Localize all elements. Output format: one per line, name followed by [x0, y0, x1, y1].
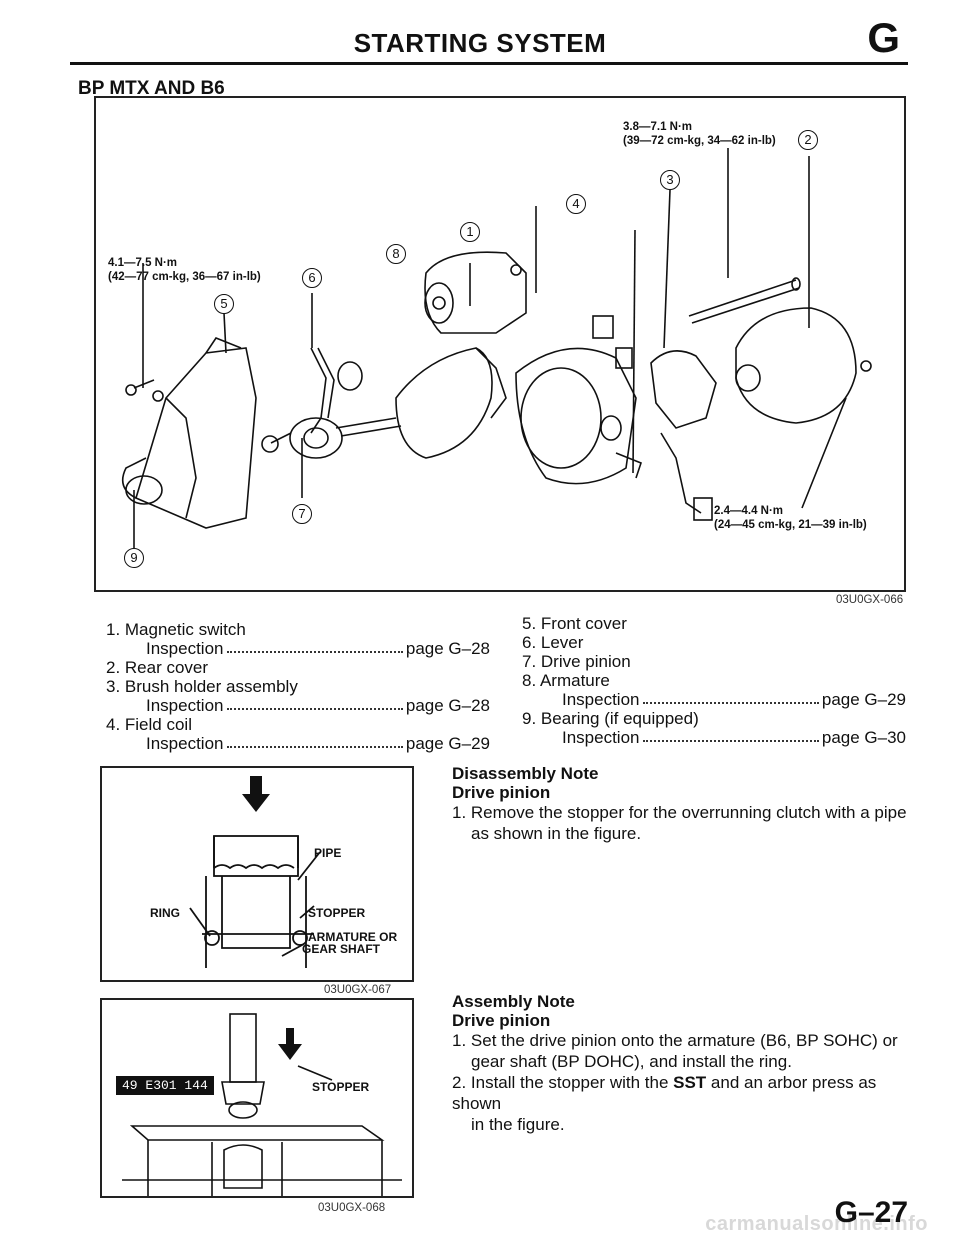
- label-stopper-2: STOPPER: [312, 1080, 370, 1094]
- leader-dots: [226, 696, 403, 710]
- disassembly-heading: Disassembly Note: [452, 764, 599, 783]
- parts-list-right: 5. Front cover 6. Lever 7. Drive pinion …: [522, 614, 906, 747]
- list-item: 4. Field coil: [106, 715, 192, 734]
- page-ref: page G–29: [405, 734, 490, 753]
- figure-code-067: 03U0GX-067: [324, 984, 392, 996]
- header-rule: [70, 62, 908, 65]
- page-number: G–27: [834, 1196, 908, 1229]
- list-subitem: Inspection page G–29: [106, 734, 490, 753]
- list-item: 3. Brush holder assembly: [106, 677, 298, 696]
- stopper-install-drawing: [122, 1013, 402, 1196]
- sub-label: Inspection: [562, 690, 640, 709]
- page-ref: page G–29: [821, 690, 906, 709]
- sub-label: Inspection: [562, 728, 640, 747]
- label-pipe: PIPE: [314, 846, 342, 860]
- starter-exploded-drawing: [121, 148, 872, 548]
- disassembly-subheading: Drive pinion: [452, 783, 551, 802]
- assembly-subheading: Drive pinion: [452, 1011, 551, 1030]
- sub-label: Inspection: [146, 639, 224, 658]
- leader-dots: [226, 734, 403, 748]
- parts-list-left: 1. Magnetic switch Inspection page G–28 2…: [106, 620, 490, 753]
- step-line: as shown in the figure.: [471, 824, 642, 843]
- assembly-heading: Assembly Note: [452, 992, 575, 1011]
- disassembly-step-1: 1. Remove the stopper for the overrunnin…: [452, 802, 912, 844]
- callout-4: 4: [566, 194, 586, 214]
- figure-code-068: 03U0GX-068: [318, 1202, 386, 1214]
- list-item: 8. Armature: [522, 671, 610, 690]
- watermark: carmanualsonline.info: [705, 1213, 928, 1235]
- list-item: 1. Magnetic switch: [106, 620, 246, 639]
- assembly-note: Assembly Note Drive pinion 1. Set the dr…: [452, 992, 912, 1135]
- disassembly-note: Disassembly Note Drive pinion 1. Remove …: [452, 764, 912, 844]
- sst-tag: 49 E301 144: [116, 1076, 214, 1095]
- stopper-removal-figure: PIPE RING STOPPER ARMATURE OR GEAR SHAFT: [100, 766, 414, 982]
- torque-spec-top: 3.8—7.1 N·m (39—72 cm-kg, 34—62 in-lb): [623, 121, 776, 147]
- leader-dots: [642, 690, 819, 704]
- step-line: 1. Remove the stopper for the overrunnin…: [452, 803, 907, 822]
- label-ring: RING: [150, 906, 180, 920]
- section-letter: G: [867, 14, 900, 61]
- step-line: 2. Install the stopper with the SST and …: [452, 1072, 912, 1114]
- sub-label: Inspection: [146, 734, 224, 753]
- sub-label: Inspection: [146, 696, 224, 715]
- list-item: 5. Front cover: [522, 614, 627, 633]
- leader-dots: [642, 728, 819, 742]
- step-text: 2. Install the stopper with the: [452, 1073, 674, 1092]
- label-gear-shaft: GEAR SHAFT: [302, 942, 380, 956]
- callout-1: 1: [460, 222, 480, 242]
- step-line: in the figure.: [471, 1115, 565, 1134]
- exploded-view-figure: 3.8—7.1 N·m (39—72 cm-kg, 34—62 in-lb) 4…: [94, 96, 906, 592]
- section-title: BP MTX AND B6: [78, 78, 225, 99]
- list-item: 7. Drive pinion: [522, 652, 631, 671]
- list-subitem: Inspection page G–30: [522, 728, 906, 747]
- list-item: 9. Bearing (if equipped): [522, 709, 699, 728]
- list-item: 2. Rear cover: [106, 658, 209, 677]
- step-line: 1. Set the drive pinion onto the armatur…: [452, 1031, 898, 1050]
- step-text: and an arbor press as shown: [452, 1073, 877, 1113]
- sst-bold: SST: [673, 1073, 707, 1092]
- label-armature: ARMATURE OR: [308, 930, 398, 944]
- stopper-install-figure: 49 E301 144 STOPPER: [100, 998, 414, 1198]
- stopper-removal-drawing: [189, 776, 321, 968]
- callout-8: 8: [386, 244, 406, 264]
- torque-spec-bottom: 2.4—4.4 N·m (24—45 cm-kg, 21—39 in-lb): [714, 505, 867, 531]
- figure-code-066: 03U0GX-066: [836, 594, 904, 606]
- list-subitem: Inspection page G–29: [522, 690, 906, 709]
- page-header-title: STARTING SYSTEM: [353, 28, 607, 58]
- callout-6: 6: [302, 268, 322, 288]
- torque-spec-left: 4.1—7.5 N·m (42—77 cm-kg, 36—67 in-lb): [108, 257, 261, 283]
- callout-3: 3: [660, 170, 680, 190]
- list-subitem: Inspection page G–28: [106, 696, 490, 715]
- leader-dots: [226, 639, 403, 653]
- assembly-steps: 1. Set the drive pinion onto the armatur…: [452, 1030, 912, 1135]
- callout-2: 2: [798, 130, 818, 150]
- page-ref: page G–28: [405, 696, 490, 715]
- callout-7: 7: [292, 504, 312, 524]
- callout-9: 9: [124, 548, 144, 568]
- callout-5: 5: [214, 294, 234, 314]
- list-subitem: Inspection page G–28: [106, 639, 490, 658]
- step-line: gear shaft (BP DOHC), and install the ri…: [471, 1052, 792, 1071]
- label-stopper: STOPPER: [308, 906, 366, 920]
- list-item: 6. Lever: [522, 633, 584, 652]
- page-ref: page G–28: [405, 639, 490, 658]
- page-ref: page G–30: [821, 728, 906, 747]
